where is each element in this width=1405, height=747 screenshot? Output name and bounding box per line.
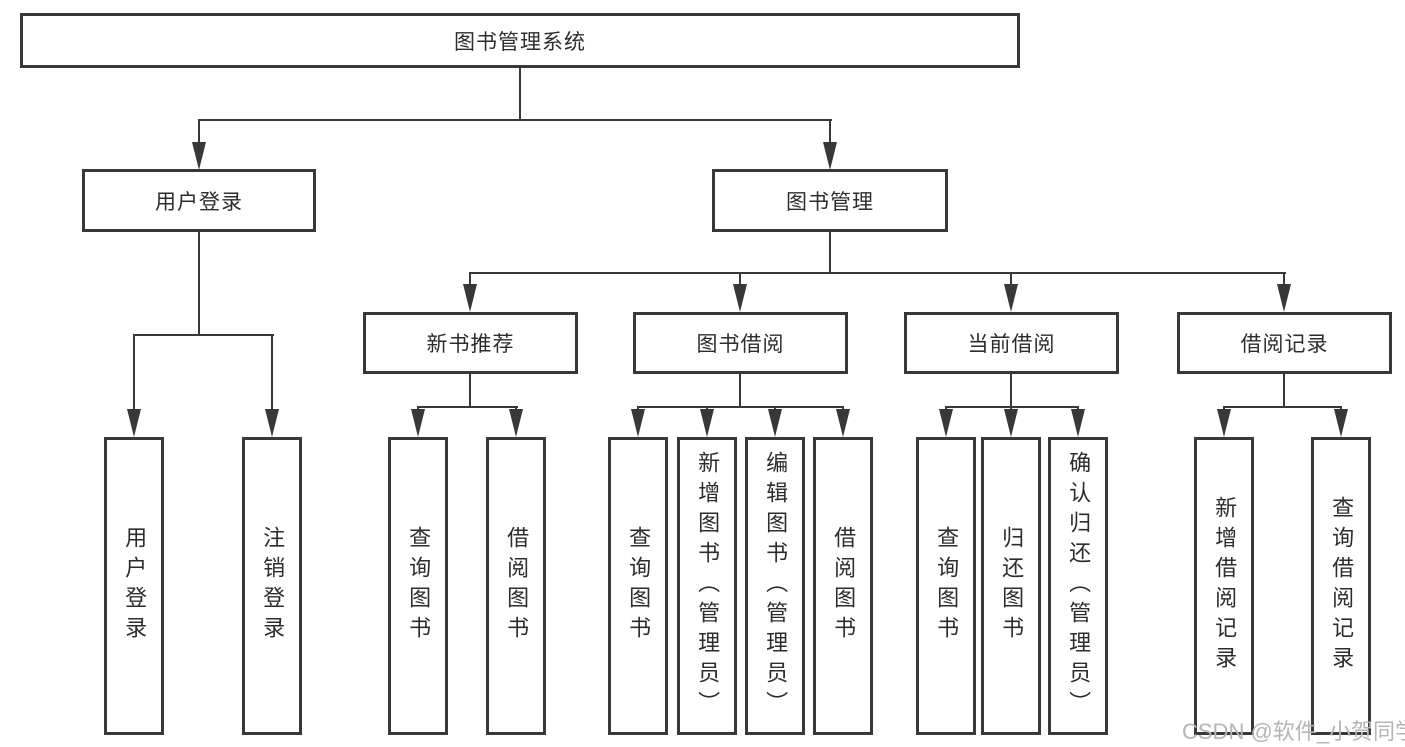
leaf-query-borrow-record-label: 查询借阅记录 <box>1329 496 1355 676</box>
arrow-down-icon <box>509 409 523 437</box>
arrow-down-icon <box>631 409 645 437</box>
leaf-query-book-1: 查询图书 <box>388 437 448 735</box>
arrow-down-icon <box>700 409 714 437</box>
node-borrow-record-label: 借阅记录 <box>1240 333 1329 356</box>
connector-hline <box>198 119 832 121</box>
node-library-system-label: 图书管理系统 <box>454 30 586 54</box>
connector-vline <box>739 272 741 286</box>
leaf-user-login: 用户登录 <box>104 437 164 735</box>
arrow-down-icon <box>836 409 850 437</box>
arrow-down-icon <box>1004 284 1018 312</box>
leaf-logout-label: 注销登录 <box>260 526 286 646</box>
connector-hline <box>1223 406 1342 408</box>
connector-vline <box>1010 272 1012 286</box>
connector-vline <box>739 372 741 408</box>
connector-hline <box>469 272 1286 274</box>
node-new-book-recommend-label: 新书推荐 <box>426 333 515 356</box>
connector-vline <box>198 230 200 336</box>
connector-hline <box>133 334 274 336</box>
connector-vline <box>469 272 471 286</box>
leaf-borrow-book-2: 借阅图书 <box>813 437 873 735</box>
connector-vline <box>198 119 200 146</box>
leaf-add-borrow-record: 新增借阅记录 <box>1194 437 1254 735</box>
leaf-user-login-label: 用户登录 <box>122 526 148 646</box>
leaf-query-borrow-record: 查询借阅记录 <box>1311 437 1371 735</box>
connector-vline <box>133 334 135 411</box>
node-library-system: 图书管理系统 <box>20 13 1020 68</box>
node-new-book-recommend: 新书推荐 <box>363 312 578 374</box>
connector-vline <box>469 372 471 408</box>
leaf-query-book-2-label: 查询图书 <box>626 526 652 646</box>
leaf-edit-book-admin-label: 编辑图书（管理员） <box>763 451 789 721</box>
arrow-down-icon <box>768 409 782 437</box>
arrow-down-icon <box>1004 409 1018 437</box>
leaf-edit-book-admin: 编辑图书（管理员） <box>745 437 805 735</box>
arrow-down-icon <box>1217 409 1231 437</box>
connector-hline <box>945 406 1079 408</box>
connector-vline <box>1010 372 1012 408</box>
arrow-down-icon <box>823 142 837 170</box>
node-book-borrow-label: 图书借阅 <box>696 333 785 356</box>
node-user-login-label: 用户登录 <box>155 190 243 214</box>
connector-vline <box>1283 272 1285 286</box>
node-current-borrow-label: 当前借阅 <box>967 333 1056 356</box>
node-user-login: 用户登录 <box>82 169 316 232</box>
connector-vline <box>519 67 521 121</box>
leaf-query-book-3: 查询图书 <box>916 437 976 735</box>
node-book-management: 图书管理 <box>712 169 948 232</box>
leaf-add-book-admin: 新增图书（管理员） <box>677 437 737 735</box>
arrow-down-icon <box>939 409 953 437</box>
arrow-down-icon <box>1071 409 1085 437</box>
node-current-borrow: 当前借阅 <box>904 312 1119 374</box>
arrow-down-icon <box>411 409 425 437</box>
connector-vline <box>1283 372 1285 408</box>
connector-vline <box>829 230 831 274</box>
node-book-borrow: 图书借阅 <box>633 312 848 374</box>
leaf-add-book-admin-label: 新增图书（管理员） <box>695 451 721 721</box>
leaf-logout: 注销登录 <box>242 437 302 735</box>
leaf-confirm-return-admin: 确认归还（管理员） <box>1048 437 1108 735</box>
leaf-add-borrow-record-label: 新增借阅记录 <box>1212 496 1238 676</box>
leaf-confirm-return-admin-label: 确认归还（管理员） <box>1066 451 1092 721</box>
arrow-down-icon <box>265 409 279 437</box>
arrow-down-icon <box>733 284 747 312</box>
arrow-down-icon <box>1334 409 1348 437</box>
leaf-return-book-label: 归还图书 <box>999 526 1025 646</box>
node-borrow-record: 借阅记录 <box>1177 312 1392 374</box>
arrow-down-icon <box>127 409 141 437</box>
leaf-query-book-2: 查询图书 <box>608 437 668 735</box>
leaf-query-book-1-label: 查询图书 <box>406 526 432 646</box>
leaf-borrow-book-1: 借阅图书 <box>486 437 546 735</box>
connector-vline <box>829 119 831 146</box>
node-book-management-label: 图书管理 <box>786 190 874 214</box>
leaf-borrow-book-1-label: 借阅图书 <box>504 526 530 646</box>
connector-hline <box>637 406 844 408</box>
connector-hline <box>417 406 518 408</box>
arrow-down-icon <box>1277 284 1291 312</box>
leaf-borrow-book-2-label: 借阅图书 <box>831 526 857 646</box>
connector-vline <box>271 334 273 411</box>
csdn-watermark: CSDN @软件_小贺同学 <box>1182 719 1405 744</box>
leaf-return-book: 归还图书 <box>981 437 1041 735</box>
arrow-down-icon <box>192 142 206 170</box>
leaf-query-book-3-label: 查询图书 <box>934 526 960 646</box>
arrow-down-icon <box>463 284 477 312</box>
